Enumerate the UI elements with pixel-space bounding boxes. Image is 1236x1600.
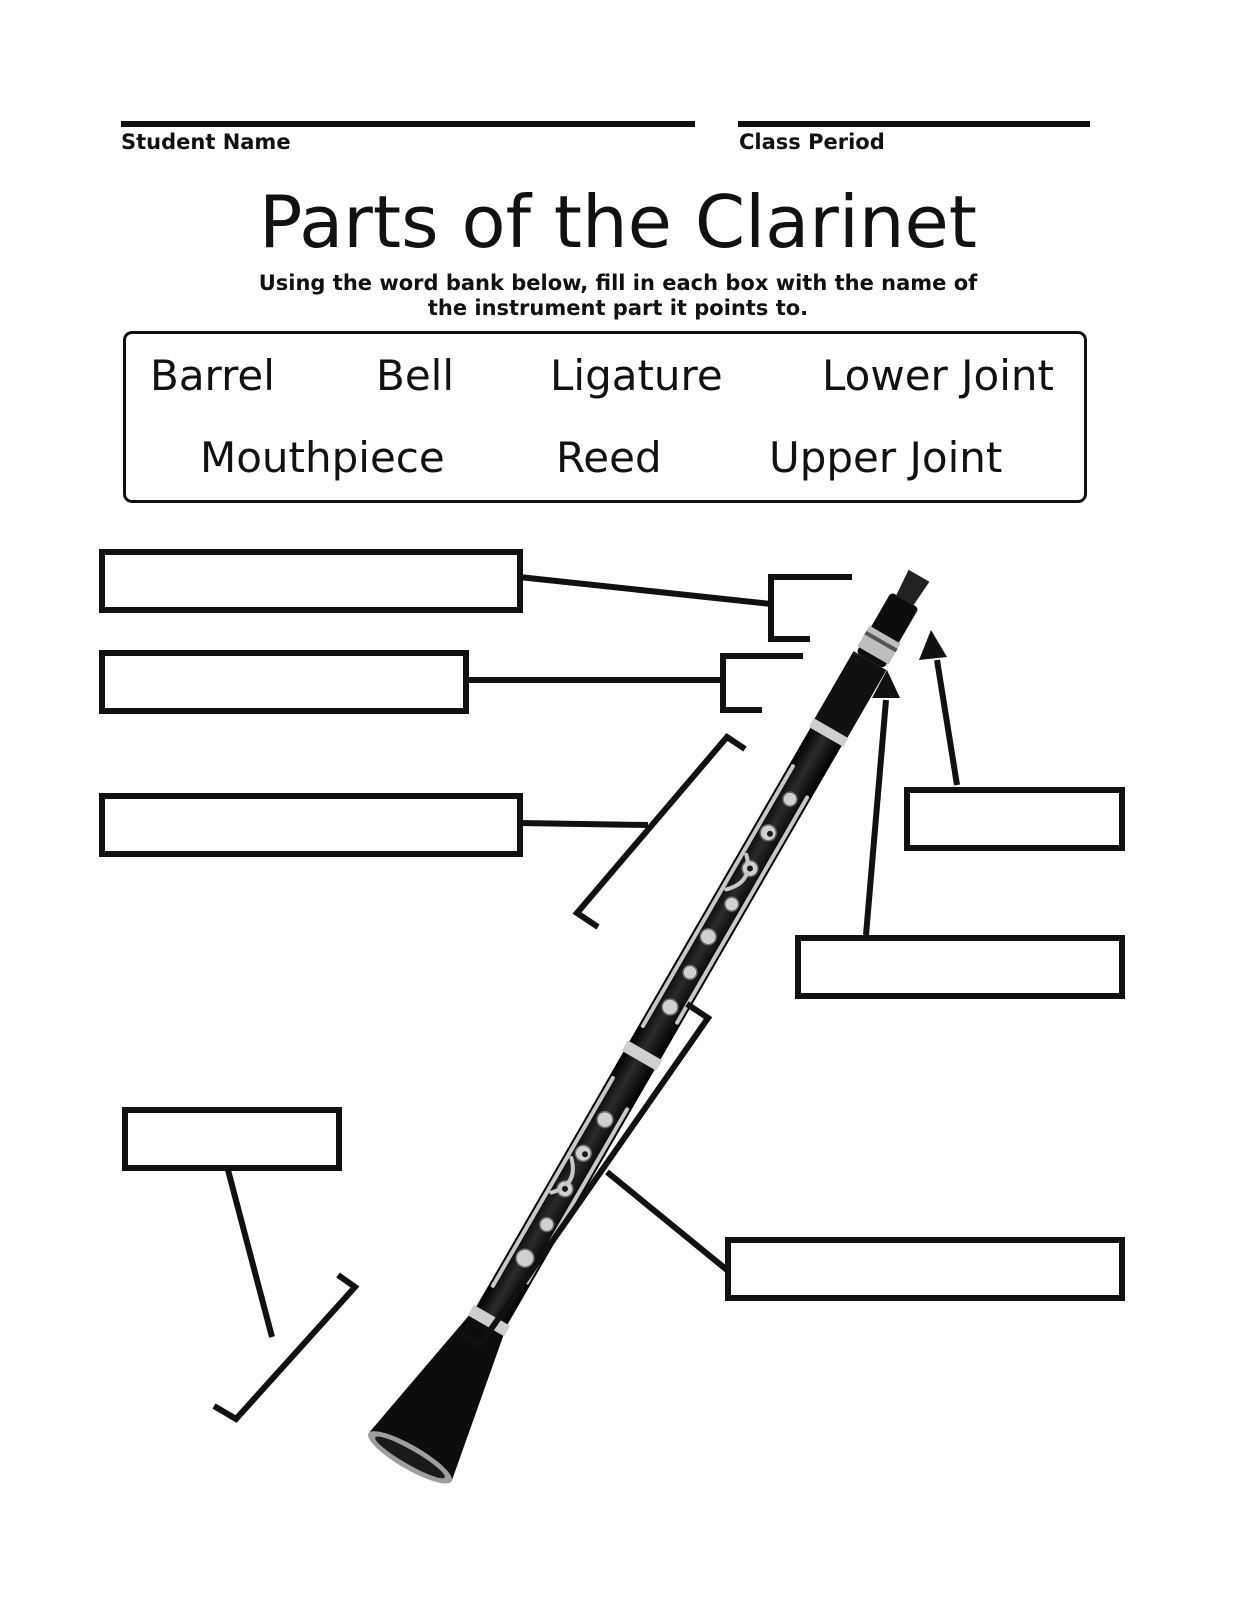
answer-box-3[interactable] bbox=[99, 793, 523, 857]
word-bank-item: Ligature bbox=[550, 351, 723, 400]
word-bank-item: Barrel bbox=[150, 351, 275, 400]
arrow-to-ligature-head bbox=[872, 670, 900, 698]
leader-line-1 bbox=[518, 574, 772, 607]
page-title: Parts of the Clarinet bbox=[258, 180, 978, 264]
bracket-7 bbox=[212, 1272, 360, 1423]
leader-line-6 bbox=[605, 1169, 729, 1273]
answer-box-7[interactable] bbox=[725, 1237, 1125, 1301]
answer-box-6[interactable] bbox=[122, 1107, 342, 1171]
instructions: Using the word bank below, fill in each … bbox=[218, 271, 1018, 321]
bracket-1 bbox=[768, 574, 852, 642]
pointer-arrows bbox=[863, 630, 960, 936]
class-period-line bbox=[738, 121, 1090, 127]
arrow-to-ligature bbox=[863, 699, 889, 936]
leader-line-7 bbox=[225, 1169, 275, 1338]
word-bank bbox=[123, 331, 1087, 503]
arrow-to-reed bbox=[934, 659, 960, 786]
answer-box-2[interactable] bbox=[99, 650, 469, 714]
word-bank-item: Reed bbox=[556, 433, 662, 482]
word-bank-item: Lower Joint bbox=[822, 351, 1055, 400]
instructions-line-1: Using the word bank below, fill in each … bbox=[258, 271, 978, 295]
leader-line-3 bbox=[518, 820, 649, 828]
bracket-2 bbox=[720, 653, 803, 713]
student-name-label: Student Name bbox=[121, 130, 291, 154]
student-name-line bbox=[121, 121, 695, 127]
bracket-3 bbox=[572, 733, 747, 930]
clarinet-icon bbox=[368, 569, 930, 1484]
bracket-6 bbox=[458, 1001, 713, 1350]
arrow-to-reed-head bbox=[919, 630, 947, 660]
class-period-label: Class Period bbox=[739, 130, 885, 154]
answer-box-5[interactable] bbox=[795, 935, 1125, 999]
answer-box-1[interactable] bbox=[99, 549, 523, 613]
leader-lines bbox=[212, 574, 852, 1423]
word-bank-item: Upper Joint bbox=[769, 433, 1003, 482]
answer-box-4[interactable] bbox=[904, 787, 1125, 851]
instructions-line-2: the instrument part it points to. bbox=[427, 296, 809, 320]
word-bank-item: Bell bbox=[376, 351, 454, 400]
word-bank-item: Mouthpiece bbox=[200, 433, 445, 482]
